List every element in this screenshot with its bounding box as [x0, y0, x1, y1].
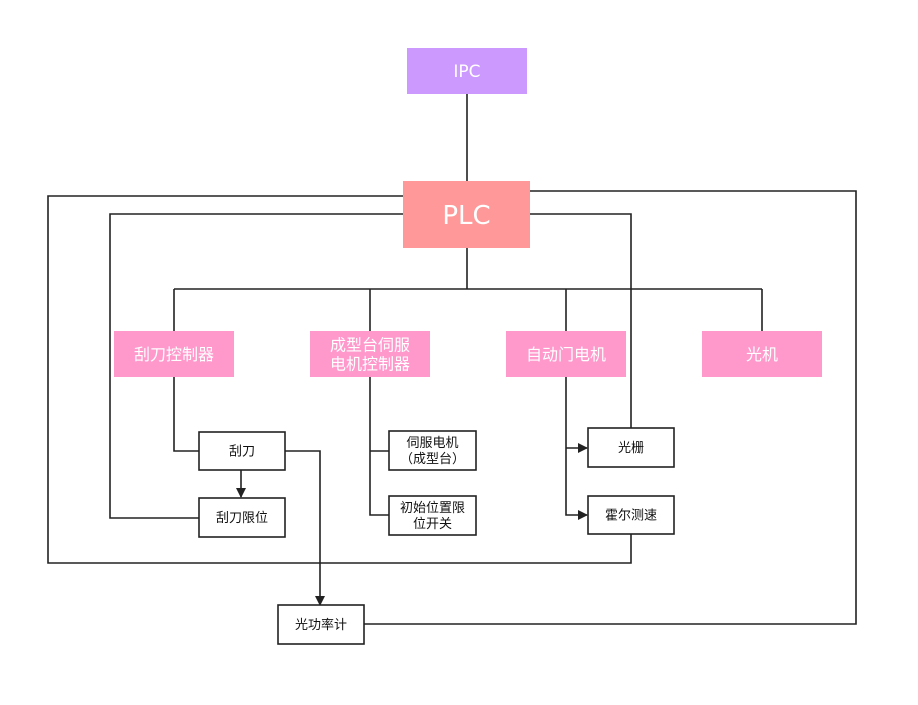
init-limit-switch-node-box	[388, 495, 477, 536]
scraper-limit-node-label: 刮刀限位	[216, 511, 268, 526]
hall-speed-node: 霍尔测速	[587, 495, 675, 535]
power-meter-node: 光功率计	[277, 604, 365, 645]
ipc-node-label: IPC	[453, 62, 480, 82]
ipc-node-box	[407, 48, 527, 94]
power-meter-node-label: 光功率计	[295, 617, 347, 633]
init-limit-switch-node-label: 初始位置限位开关	[400, 501, 465, 532]
scraper-controller-node-label: 刮刀控制器	[134, 345, 214, 364]
plc-node-label: PLC	[442, 201, 490, 231]
light-curtain-node-label: 光栅	[618, 441, 644, 456]
hall-sensor-to-plc	[47, 195, 632, 564]
auto-door-motor-node-box	[506, 331, 626, 377]
scraper-controller-to-scraper	[173, 377, 199, 452]
init-limit-switch-node: 初始位置限位开关	[388, 495, 477, 536]
auto-door-motor-node-label: 自动门电机	[526, 345, 606, 364]
light-curtain-node: 光栅	[587, 427, 675, 468]
scraper-limit-to-plc	[109, 213, 403, 519]
hall-speed-node-box	[587, 495, 675, 535]
scraper-node-box	[198, 431, 286, 471]
plc-node-box	[403, 181, 530, 248]
connectors	[47, 94, 857, 625]
scraper-controller-node-box	[114, 331, 234, 377]
ipc-node: IPC	[407, 48, 527, 94]
servo-motor-node: 伺服电机（成型台）	[388, 430, 477, 471]
scraper-node: 刮刀	[198, 431, 286, 471]
auto-door-motor-node: 自动门电机	[506, 331, 626, 377]
door-motor-to-hall-arrow	[565, 377, 588, 520]
platform-servo-controller-node-box	[310, 331, 430, 377]
scraper-to-power-meter-arrow	[285, 450, 325, 606]
platform-servo-controller-node-label: 成型台伺服电机控制器	[330, 335, 410, 373]
scraper-limit-node-box	[198, 497, 286, 538]
light-engine-node-label: 光机	[746, 345, 778, 364]
servo-motor-node-label: 伺服电机（成型台）	[400, 436, 465, 467]
servo-controller-branch	[369, 377, 389, 516]
light-curtain-to-plc	[530, 213, 632, 428]
plc-node: PLC	[403, 181, 530, 248]
power-meter-node-box	[277, 604, 365, 645]
hall-speed-node-label: 霍尔测速	[605, 509, 657, 524]
servo-motor-node-box	[388, 430, 477, 471]
light-engine-node: 光机	[702, 331, 822, 377]
scraper-node-label: 刮刀	[229, 445, 255, 460]
scraper-limit-node: 刮刀限位	[198, 497, 286, 538]
light-curtain-node-box	[587, 427, 675, 468]
scraper-controller-node: 刮刀控制器	[114, 331, 234, 377]
light-engine-node-box	[702, 331, 822, 377]
platform-servo-controller-node: 成型台伺服电机控制器	[310, 331, 430, 377]
power-meter-to-plc	[364, 190, 857, 625]
